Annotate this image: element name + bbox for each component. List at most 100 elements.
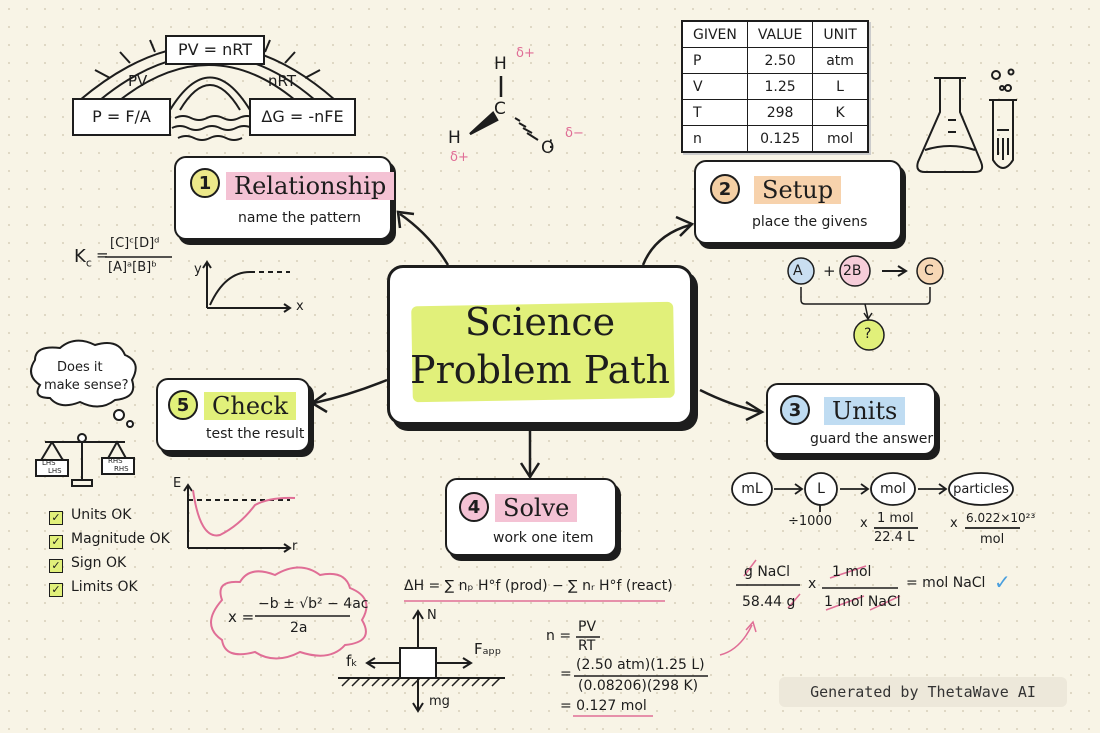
- table-header: GIVEN: [681, 20, 748, 48]
- ideal-gas-result: = 0.127 mol: [560, 698, 647, 714]
- units-chain: [731, 472, 1020, 529]
- graph-energy: [183, 483, 296, 553]
- thought-line-2: make sense?: [44, 378, 129, 393]
- molecule-o: O: [541, 138, 555, 158]
- nacl-x: x: [808, 576, 817, 592]
- checkbox-icon: ✓: [49, 559, 63, 573]
- step-number: 5: [168, 390, 198, 420]
- force-diagram: [338, 609, 505, 713]
- step-card-relationship[interactable]: 1 Relationship name the pattern: [174, 156, 395, 240]
- scale-lhs-1: LHS: [42, 459, 56, 467]
- generated-by-badge: Generated by ThetaWave AI: [779, 677, 1067, 707]
- reaction-plus: +: [823, 262, 836, 280]
- connectors: [309, 210, 765, 480]
- title-line-2: Problem Path: [410, 348, 670, 392]
- step-title: Relationship: [226, 172, 395, 200]
- table-cell: 1.25: [746, 73, 814, 100]
- quadratic-numerator: −b ± √b² − 4ac: [258, 596, 369, 612]
- bridge-right-box: [249, 98, 356, 136]
- table-cell: atm: [812, 47, 869, 74]
- step-title: Check: [204, 392, 297, 420]
- scale-rhs-2: RHS: [114, 465, 129, 473]
- quadratic-lhs: x =: [228, 608, 255, 626]
- kc-equals: =: [96, 246, 109, 264]
- step-subtitle: place the givens: [752, 214, 868, 230]
- nacl-conversion: [719, 559, 901, 656]
- given-table: GIVEN VALUE UNIT P 2.50 atm V 1.25 L T 2…: [681, 20, 869, 153]
- reaction-question: ?: [864, 326, 872, 342]
- table-header: UNIT: [812, 20, 869, 48]
- molecule-bonds: [469, 76, 539, 141]
- balance-scale-icon: [35, 433, 135, 487]
- reaction-b: 2B: [843, 263, 862, 279]
- enthalpy-equation: ΔH = ∑ nₚ H°f (prod) − ∑ nᵣ H°f (react): [404, 578, 673, 594]
- bridge-right-arc-label: nRT: [268, 72, 297, 90]
- reaction-a: A: [793, 263, 803, 279]
- units-factor-2-x: x: [860, 516, 868, 531]
- bridge-left-label: P = F/A: [92, 107, 151, 126]
- nacl-den1: 58.44 g: [742, 594, 796, 610]
- step-title: Solve: [495, 494, 578, 522]
- units-factor-3-num: 6.022×10²³: [966, 511, 1036, 525]
- molecule-h-top: H: [494, 54, 507, 74]
- step-card-units[interactable]: 3 Units guard the answer: [766, 383, 936, 455]
- kc-denominator: [A]ᵃ[B]ᵇ: [108, 260, 157, 275]
- step-number: 4: [459, 492, 489, 522]
- units-node-ml: mL: [741, 481, 763, 497]
- bridge-top-label: PV = nRT: [177, 40, 253, 59]
- step-number: 3: [780, 395, 810, 425]
- step-card-check[interactable]: 5 Check test the result: [156, 378, 310, 452]
- thought-bubble: [30, 339, 137, 428]
- step-subtitle: guard the answer: [810, 431, 934, 447]
- flask-icon: [916, 77, 984, 173]
- table-cell: V: [681, 73, 748, 100]
- table-cell: 0.125: [746, 125, 814, 153]
- checkmark-icon: ✓: [994, 570, 1011, 594]
- nacl-num1: g NaCl: [744, 564, 791, 580]
- step-subtitle: test the result: [206, 426, 305, 442]
- molecule-delta-plus-h: δ+: [516, 46, 535, 61]
- table-cell: n: [681, 125, 748, 153]
- table-row: P 2.50 atm: [681, 47, 869, 74]
- ideal-gas-bars: [574, 636, 708, 677]
- checklist-item: ✓Limits OK: [49, 579, 138, 597]
- step-number: 1: [190, 168, 220, 198]
- nacl-num2: 1 mol: [832, 564, 872, 580]
- graph2-x-label: r: [292, 539, 298, 554]
- step-subtitle: name the pattern: [238, 210, 362, 226]
- units-node-particles: particles: [953, 482, 1009, 497]
- table-row: T 298 K: [681, 99, 869, 126]
- ideal-gas-den1: RT: [578, 638, 596, 654]
- units-node-l: L: [817, 481, 825, 497]
- table-row: n 0.125 mol: [681, 125, 869, 153]
- table-cell: 298: [746, 99, 814, 126]
- units-factor-2-den: 22.4 L: [874, 530, 915, 545]
- bridge-left-box: [72, 98, 171, 136]
- table-header-row: GIVEN VALUE UNIT: [681, 20, 869, 48]
- graph2-y-label: E: [173, 476, 182, 491]
- graph1-x-label: x: [296, 299, 304, 314]
- units-node-mol: mol: [879, 481, 907, 497]
- force-normal-label: N: [427, 608, 437, 623]
- step-subtitle: work one item: [493, 530, 594, 546]
- ideal-gas-den2: (0.08206)(298 K): [578, 678, 699, 694]
- force-weight-label: mg: [429, 694, 450, 709]
- checklist-item: ✓Sign OK: [49, 555, 126, 573]
- step-card-solve[interactable]: 4 Solve work one item: [445, 478, 617, 556]
- checklist-item: ✓Units OK: [49, 507, 131, 525]
- kc-symbol: Kc: [74, 246, 92, 270]
- units-factor-1: ÷1000: [788, 514, 832, 529]
- units-factor-2-num: 1 mol: [877, 511, 914, 526]
- step-title: Setup: [754, 176, 842, 204]
- central-title-card: Science Problem Path: [387, 265, 693, 425]
- checkbox-icon: ✓: [49, 535, 63, 549]
- title-line-1: Science: [464, 300, 616, 344]
- molecule-c: C: [494, 99, 506, 119]
- step-card-setup[interactable]: 2 Setup place the givens: [694, 160, 902, 244]
- force-friction-label: fₖ: [346, 652, 358, 670]
- step-number: 2: [710, 174, 740, 204]
- checkbox-icon: ✓: [49, 511, 63, 525]
- molecule-delta-minus-o: δ−: [565, 126, 584, 141]
- table-row: V 1.25 L: [681, 73, 869, 100]
